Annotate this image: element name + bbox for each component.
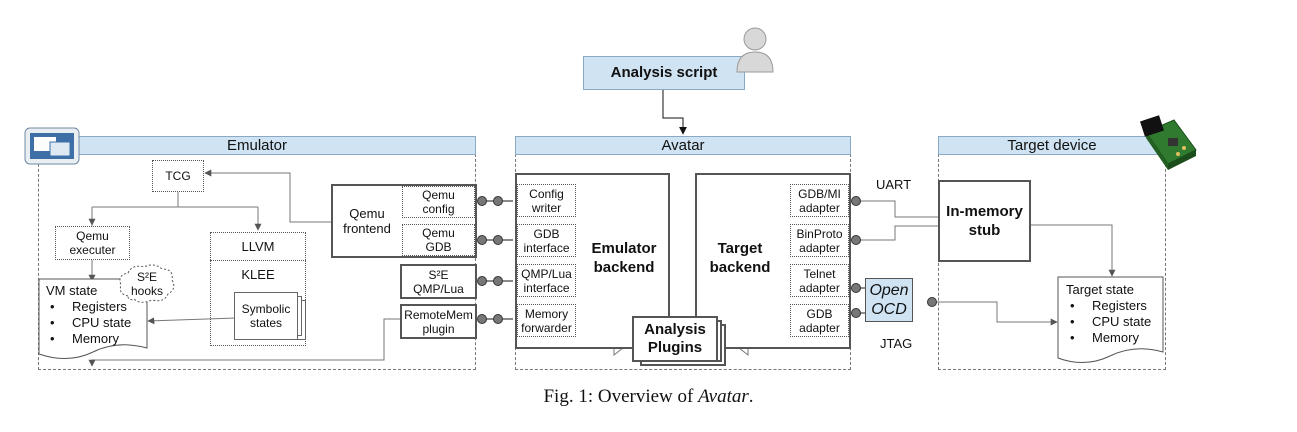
vm-state-item: Memory <box>72 331 119 346</box>
gdb-interface-label: GDB interface <box>523 226 570 255</box>
qemu-executer-box: Qemu executer <box>55 226 130 260</box>
binproto-adapter-label: BinProto adapter <box>796 226 843 255</box>
window-icon <box>24 127 80 165</box>
klee-label-box: KLEE <box>210 264 306 284</box>
caption-name: Avatar <box>698 386 749 407</box>
qemu-gdb-label: Qemu GDB <box>422 226 455 254</box>
binproto-adapter-box: BinProto adapter <box>790 224 849 257</box>
inmemory-stub-label: In-memory stub <box>946 203 1023 239</box>
llvm-divider <box>210 260 306 261</box>
inmemory-stub-box: In-memory stub <box>938 180 1031 262</box>
qemu-executer-label: Qemu executer <box>69 229 116 257</box>
target-state-content: Target state Registers CPU state Memory <box>1066 282 1162 346</box>
openocd-label: Open OCD <box>869 282 909 318</box>
s2e-qmp-box: S²E QMP/Lua <box>400 264 477 299</box>
target-backend-label: Target backend <box>709 240 771 276</box>
s2e-hooks-text: S²E hooks <box>122 268 172 300</box>
telnet-adapter-box: Telnet adapter <box>790 264 849 297</box>
target-state-item: CPU state <box>1092 314 1152 329</box>
avatar-header: Avatar <box>515 136 851 155</box>
s2e-hooks-label: S²E hooks <box>130 270 164 298</box>
telnet-adapter-label: Telnet adapter <box>799 266 840 295</box>
vm-state-item: Registers <box>72 299 127 314</box>
target-state-item: Memory <box>1092 330 1139 345</box>
analysis-plugins-box: Analysis Plugins <box>632 316 718 362</box>
qmp-interface-label: QMP/Lua interface <box>521 266 572 295</box>
gdbmi-adapter-label: GDB/MI adapter <box>798 186 841 215</box>
jtag-text: JTAG <box>880 336 930 351</box>
gdbmi-adapter-box: GDB/MI adapter <box>790 184 849 217</box>
caption-suffix: . <box>748 386 754 407</box>
symbolic-states-box: Symbolic states <box>234 292 298 340</box>
target-state-item: Registers <box>1092 298 1147 313</box>
llvm-label: LLVM <box>241 238 275 254</box>
figure-caption: Fig. 1: Overview of Avatar. <box>0 386 1297 408</box>
analysis-plugins-label: Analysis Plugins <box>644 321 706 356</box>
s2e-hooks-cloud <box>119 264 175 303</box>
symbolic-states-label: Symbolic states <box>241 302 291 330</box>
vm-state-list: Registers CPU state Memory <box>46 299 146 347</box>
qemu-frontend-box <box>331 184 477 258</box>
target-state-list: Registers CPU state Memory <box>1066 298 1162 346</box>
tcg-label: TCG <box>165 169 191 183</box>
tcg-box: TCG <box>152 160 204 192</box>
gdb-adapter-box: GDB adapter <box>790 304 849 337</box>
llvm-label-box: LLVM <box>210 236 306 256</box>
board-icon <box>1140 115 1197 170</box>
analysis-script-label: Analysis script <box>610 64 718 81</box>
emulator-backend-text: Emulator backend <box>580 230 668 286</box>
vm-state-title: VM state <box>46 283 98 298</box>
emulator-header: Emulator <box>38 136 476 155</box>
gdb-adapter-label: GDB adapter <box>799 306 840 335</box>
avatar-header-label: Avatar <box>661 137 705 154</box>
s2e-qmp-label: S²E QMP/Lua <box>413 267 464 296</box>
vm-state-content: VM state Registers CPU state Memory <box>46 283 146 347</box>
memory-forwarder-box: Memory forwarder <box>517 304 576 337</box>
target-state-title: Target state <box>1066 282 1134 297</box>
analysis-script-box: Analysis script <box>583 56 745 90</box>
remotemem-plugin-label: RemoteMem plugin <box>404 307 473 336</box>
target-backend-box <box>695 173 851 349</box>
emulator-backend-label: Emulator backend <box>591 240 657 276</box>
gdb-interface-box: GDB interface <box>517 224 576 257</box>
qemu-config-label: Qemu config <box>422 188 455 216</box>
qmp-interface-box: QMP/Lua interface <box>517 264 576 297</box>
user-icon <box>736 27 774 73</box>
openocd-box: Open OCD <box>865 278 913 322</box>
llvm-klee-box <box>210 232 306 346</box>
target-backend-text: Target backend <box>698 230 782 286</box>
jtag-label: JTAG <box>880 336 913 351</box>
klee-label: KLEE <box>241 266 275 282</box>
qemu-config-box: Qemu config <box>402 186 475 218</box>
vm-state-item: CPU state <box>72 315 132 330</box>
memory-forwarder-label: Memory forwarder <box>521 306 572 335</box>
qemu-gdb-box: Qemu GDB <box>402 224 475 256</box>
target-header-label: Target device <box>1007 137 1097 154</box>
uart-text: UART <box>876 177 926 192</box>
remotemem-plugin-box: RemoteMem plugin <box>400 304 477 339</box>
emulator-header-label: Emulator <box>226 137 288 154</box>
uart-label: UART <box>876 177 912 192</box>
config-writer-label: Config writer <box>529 186 564 215</box>
qemu-frontend-text: Qemu frontend <box>333 186 401 256</box>
qemu-frontend-label: Qemu frontend <box>343 206 391 236</box>
caption-prefix: Fig. 1: Overview of <box>543 386 699 407</box>
target-header: Target device <box>938 136 1166 155</box>
config-writer-box: Config writer <box>517 184 576 217</box>
